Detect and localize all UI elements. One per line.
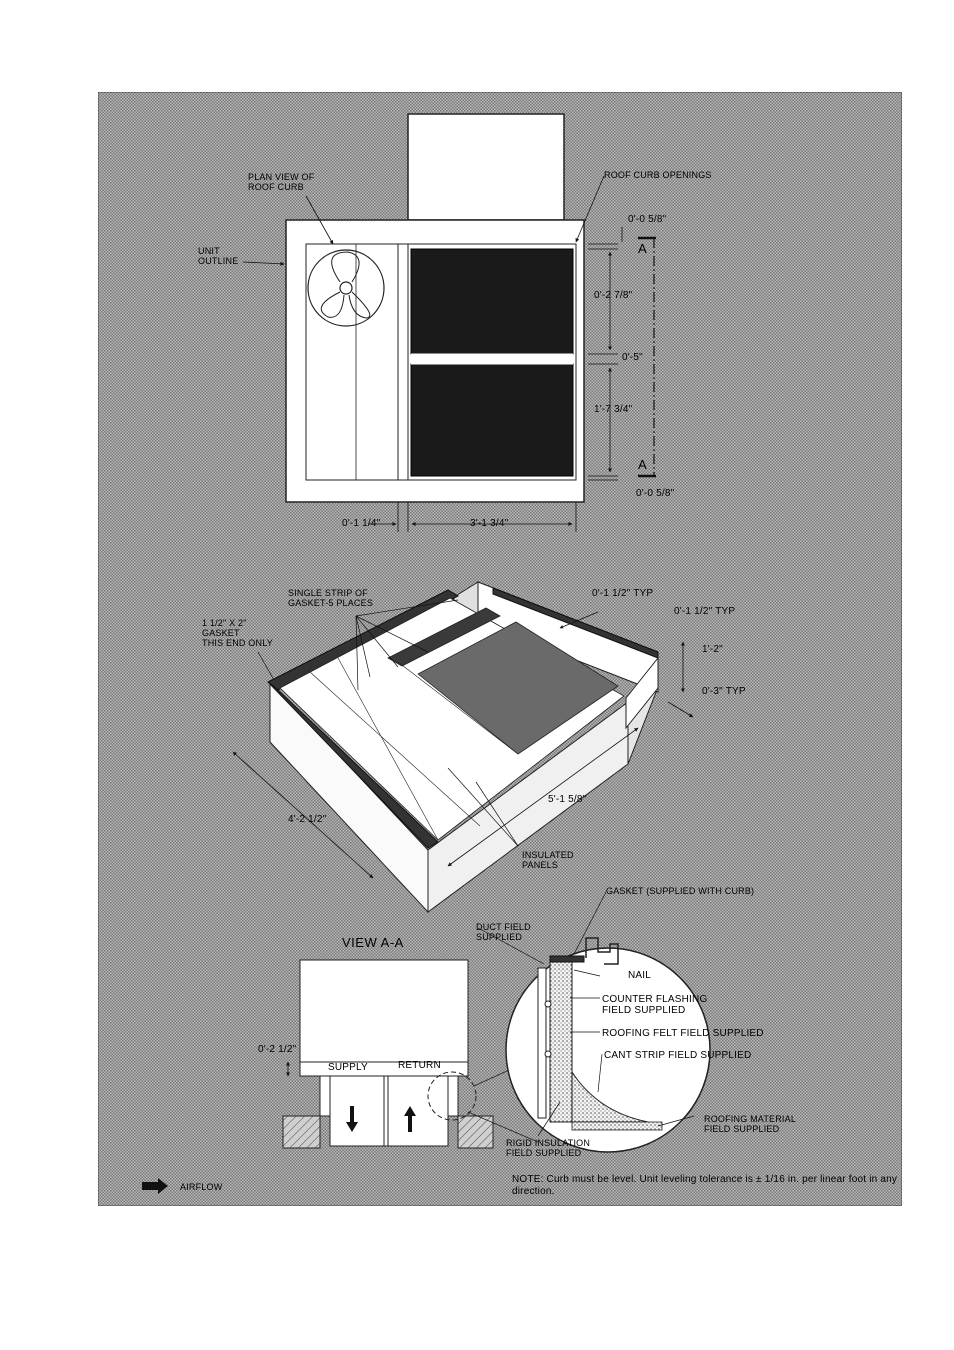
gasket-end-label: 1 1/2" x 2" GASKET THIS END ONLY [202,618,273,648]
plan-view [242,113,656,532]
iso-return-opening [417,621,619,755]
dim-bottom-gap: 0'-0 5/8" [636,488,675,499]
dim-height: 1'-2" [702,644,723,655]
dim-clearance: 0'-2 1/2" [258,1044,297,1055]
cant-strip-label: CANT STRIP FIELD SUPPLIED [604,1050,752,1061]
roof-deck [282,1115,494,1149]
detail-insulation [549,961,573,1123]
detail-counter-flashing [585,937,619,965]
return-duct [387,1075,449,1147]
dim-divider: 0'-5" [622,352,643,363]
dim-iso-width: 4'-2 1/2" [288,814,327,825]
roof-curb-openings-label: ROOF CURB OPENINGS [604,170,712,180]
leveling-note: NOTE: Curb must be level. Unit leveling … [512,1174,898,1197]
unit-outline-label: UNIT OUTLINE [198,246,239,266]
iso-supply-opening [387,607,501,667]
detail-gasket [549,955,585,963]
plan-view-label: PLAN VIEW OF ROOF CURB [248,172,315,192]
nail-label: NAIL [628,970,652,981]
roofing-felt-label: ROOFING FELT FIELD SUPPLIED [602,1028,764,1039]
dim-flange-typ: 0'-3" TYP [702,686,746,697]
supply-duct [329,1075,385,1147]
section-view [282,891,711,1153]
detail-duct [537,967,547,1119]
dim-opening-upper: 0'-2 7/8" [594,290,633,301]
section-unit-body [299,959,469,1063]
supply-opening [410,248,574,355]
detail-callout-small [427,1071,477,1121]
dim-left-offset: 0'-1 1/4" [342,518,381,529]
curb-side-flange [625,656,659,730]
isometric-curb [232,581,694,914]
duct-label: DUCT FIELD SUPPLIED [476,922,531,942]
section-title: VIEW A-A [342,935,404,950]
dim-top-gap: 0'-0 5/8" [628,214,667,225]
supply-airflow-arrow [346,1106,358,1132]
airflow-legend-label: AIRFLOW [180,1182,223,1192]
insulated-panels-label: INSULATED PANELS [522,850,574,870]
dim-top-typ: 0'-1 1/2" TYP [592,588,654,599]
return-opening [410,363,574,477]
drawing-sheet: PLAN VIEW OF ROOF CURB UNIT OUTLINE ROOF… [98,92,902,1206]
return-label: RETURN [398,1060,441,1071]
section-marker-top: A [638,241,648,256]
roofing-material-label: ROOFING MATERIAL FIELD SUPPLIED [704,1114,797,1134]
section-marker-bottom: A [638,457,648,472]
dim-length: 5'-1 5/8" [548,794,587,805]
gasket-strip-label: SINGLE STRIP OF GASKET-5 PLACES [288,588,374,608]
airflow-legend-arrow [142,1178,168,1194]
dim-width: 3'-1 3/4" [470,518,509,529]
gasket-label: GASKET (SUPPLIED WITH CURB) [606,886,755,896]
detail-roofing-material [571,1121,663,1131]
dim-opening-lower: 1'-7 3/4" [594,404,633,415]
counter-flashing-label: COUNTER FLASHING FIELD SUPPLIED [602,994,708,1016]
unit-top-outline [407,113,565,221]
return-airflow-arrow [404,1106,416,1132]
plan-curb-outline [305,243,577,481]
fan-symbol [307,249,385,327]
rigid-insulation-label: RIGID INSULATION FIELD SUPPLIED [506,1138,591,1158]
drawing-canvas [98,92,902,1206]
dim-side-typ: 0'-1 1/2" TYP [674,606,736,617]
supply-label: SUPPLY [328,1062,368,1073]
